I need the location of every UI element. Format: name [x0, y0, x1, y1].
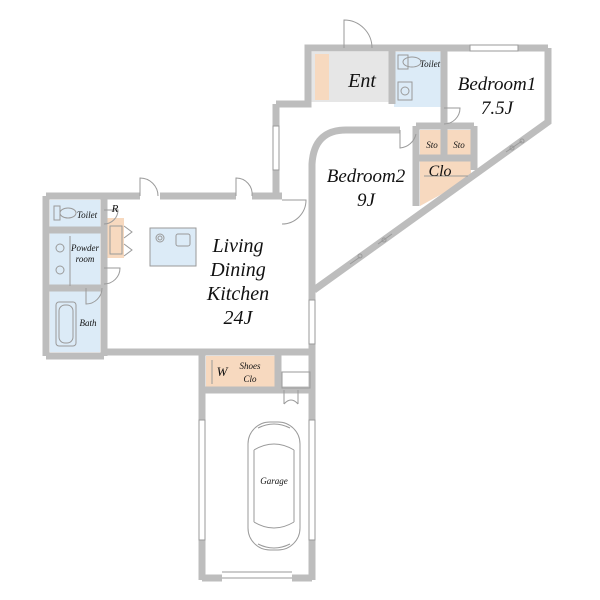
toilet-left-fixture [53, 205, 77, 221]
fridge-area [109, 225, 133, 257]
door-bath [85, 287, 103, 305]
door-toilet-left [103, 209, 119, 225]
bath-label: Bath [80, 318, 97, 328]
window-ldk-right [308, 299, 316, 345]
door-hall-to-ldk [281, 199, 307, 225]
door-bedroom1 [443, 107, 461, 125]
bath-floor [50, 290, 100, 352]
bathtub [55, 301, 77, 347]
ldk-size: 24J [224, 307, 254, 329]
door-ldk-top-right [235, 177, 253, 197]
toilet-upper-label: Toilet [420, 59, 441, 69]
refrigerator-label: R [111, 203, 119, 215]
window-bedroom1-top [469, 44, 519, 52]
entrance-label: Ent [347, 70, 376, 92]
toilet-left-label: Toilet [77, 210, 98, 220]
doors [85, 19, 461, 405]
door-garage-entry [283, 390, 299, 405]
walls [42, 44, 552, 582]
powder-room-line2: room [76, 254, 95, 264]
door-powder [103, 267, 121, 285]
window-entrance-left [272, 125, 280, 171]
sto2-label: Sto [453, 140, 465, 150]
window-garage-right [308, 419, 316, 541]
window-garage-left [198, 419, 206, 541]
shoes-clo-line1: Shoes [240, 361, 261, 371]
sto1-floor [420, 130, 444, 156]
entrance-step [315, 54, 329, 100]
ldk-line3: Kitchen [206, 283, 269, 305]
labels: Ent Toilet Bedroom1 7.5J Sto Sto Clo Bed… [70, 59, 536, 486]
windows [198, 44, 525, 579]
sto2-floor [447, 130, 471, 156]
upper-toilet-floor [394, 52, 444, 107]
fixtures [53, 54, 468, 551]
sto1-label: Sto [426, 140, 438, 150]
bedroom2-name: Bedroom2 [327, 166, 406, 187]
powder-room-line1: Powder [70, 243, 99, 253]
door-ldk-top-left [139, 177, 159, 197]
shoes-clo-line2: Clo [243, 374, 257, 384]
bedroom1-size: 7.5J [481, 98, 515, 119]
ldk-line1: Living [211, 235, 263, 257]
powder-room-fixtures [55, 236, 71, 286]
wic-label: W [217, 364, 229, 379]
ldk-line2: Dining [209, 259, 266, 281]
kitchen-island [149, 227, 197, 267]
wic-floor [206, 356, 276, 388]
fridge-area-floor [106, 218, 124, 258]
kitchen-hob [155, 233, 165, 243]
kitchen-sink [175, 233, 191, 247]
powder-room-floor [50, 232, 100, 288]
clo-floor [420, 158, 471, 206]
garage-label: Garage [260, 476, 288, 486]
clo-label: Clo [428, 163, 451, 180]
car-icon [247, 421, 301, 551]
door-bedroom2 [399, 130, 417, 149]
bedroom1-name: Bedroom1 [458, 74, 536, 95]
bedroom2-size: 9J [357, 190, 377, 211]
toilet-upper-fixture [397, 54, 422, 101]
door-entrance [343, 19, 373, 49]
